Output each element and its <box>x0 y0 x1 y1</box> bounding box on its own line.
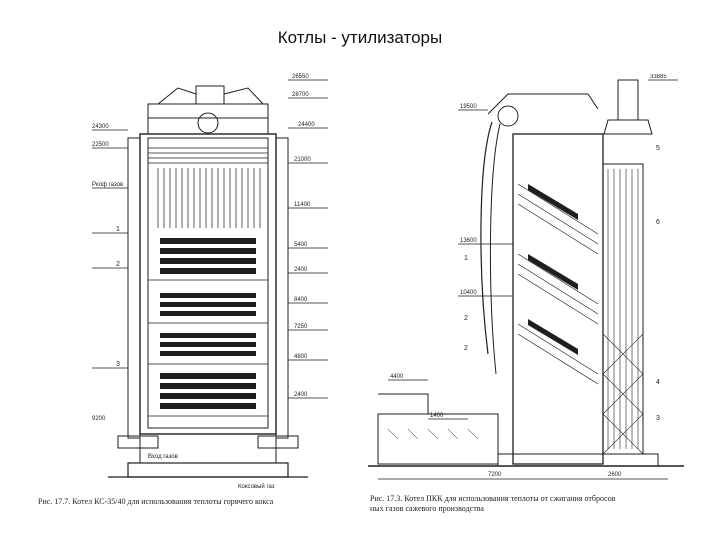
callout-number: 3 <box>656 415 660 422</box>
elevation-label: 5400 <box>294 242 308 248</box>
side-label: Вход газов <box>148 454 178 460</box>
callout-number: 2 <box>464 345 468 352</box>
slide-title: Котлы - утилизаторы <box>277 28 443 47</box>
callout-number: 3 <box>116 361 120 368</box>
elevation-label: 11400 <box>294 202 311 208</box>
elevation-label: 8400 <box>294 297 308 303</box>
callout-number: 2 <box>116 261 120 268</box>
caption-line: Рис. 17.3. Котел ПКК для использования т… <box>370 494 616 503</box>
elevation-label: 2400 <box>294 392 308 398</box>
callout-number: 2 <box>464 315 468 322</box>
boiler-ks-drawing: 26550 28700 24400 21000 11400 5400 2400 … <box>88 68 360 523</box>
callout-number: 1 <box>464 255 468 262</box>
caption-line: ных газов сажевого производства <box>370 504 484 513</box>
elevation-label: 1400 <box>430 413 444 419</box>
callout-number: 1 <box>116 226 120 233</box>
elevation-label: 4800 <box>294 354 308 360</box>
elevation-label: 24400 <box>298 122 315 128</box>
callout-number: 6 <box>656 219 660 226</box>
elevation-label: 22500 <box>92 142 109 148</box>
figure-caption-left: Рис. 17.7. Котел КС-35/40 для использова… <box>38 497 274 506</box>
elevation-label: 21000 <box>294 157 311 163</box>
callout-number: 5 <box>656 145 660 152</box>
side-label: Pкоф газов <box>92 182 123 188</box>
elevation-label: 33885 <box>650 74 667 80</box>
elevation-label: 19500 <box>460 104 477 110</box>
elevation-label: 26550 <box>292 74 309 80</box>
elevation-label: 10400 <box>460 290 477 296</box>
stack <box>617 79 639 121</box>
top-drum <box>195 85 225 105</box>
elevation-label: 2400 <box>294 267 308 273</box>
elevation-label: 7250 <box>294 324 308 330</box>
dimension-label: 7200 <box>488 472 502 478</box>
elevation-label: 28700 <box>292 92 309 98</box>
elevation-label: 4400 <box>390 374 404 380</box>
figure-caption-right: Рис. 17.3. Котел ПКК для использования т… <box>370 494 615 514</box>
steam-drum <box>497 105 519 127</box>
elevation-label: 13600 <box>460 238 477 244</box>
elevation-label: 24300 <box>92 124 109 130</box>
callout-number: 4 <box>656 379 660 386</box>
side-label: Коксовый газ <box>238 483 275 490</box>
boiler-pkk-drawing: 33885 19500 13600 10400 4400 1400 2600 7… <box>368 74 684 523</box>
dimension-label: 2600 <box>608 472 622 478</box>
elevation-label: 9200 <box>92 416 106 422</box>
